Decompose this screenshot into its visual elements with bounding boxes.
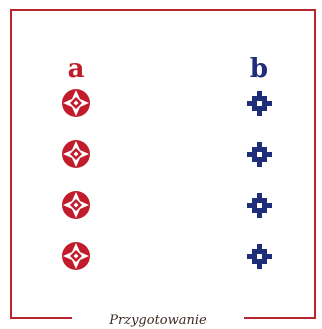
pixel-cross-icon xyxy=(244,190,274,220)
column-b-label: b xyxy=(249,54,269,84)
medallion-icon xyxy=(61,88,91,118)
column-a-label: a xyxy=(67,54,85,84)
frame-gap xyxy=(72,313,244,329)
pixel-cross-icon xyxy=(244,241,274,271)
medallion-icon xyxy=(61,190,91,220)
pixel-cross-icon xyxy=(244,139,274,169)
medallion-icon xyxy=(61,241,91,271)
medallion-icon xyxy=(61,139,91,169)
footer-label: Przygotowanie xyxy=(109,313,207,328)
pixel-cross-icon xyxy=(244,88,274,118)
